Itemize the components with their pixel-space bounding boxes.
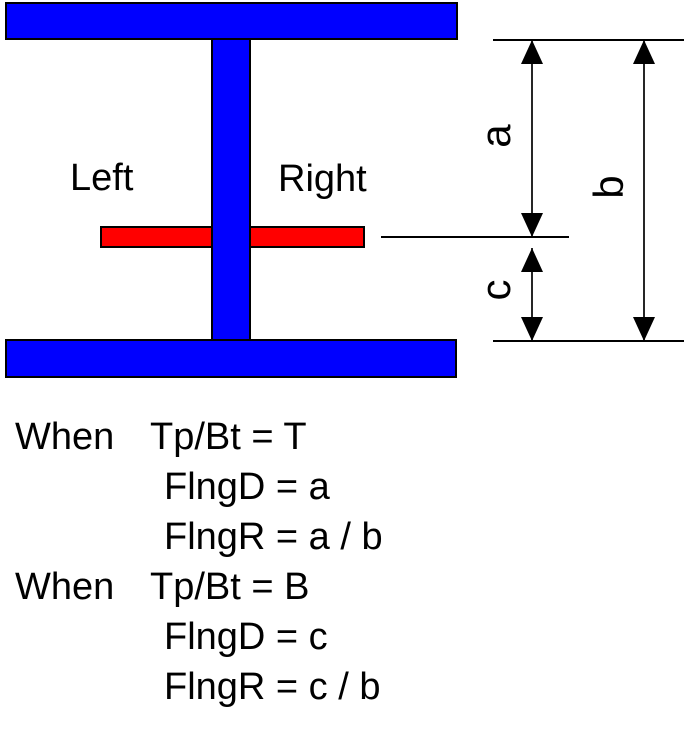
formula-expression: Tp/Bt = T <box>150 416 307 458</box>
i-beam-diagram: Left Right a b c <box>5 2 684 378</box>
right-side-label: Right <box>278 158 367 200</box>
formula-keyword: When <box>15 416 115 458</box>
formula-keyword: When <box>15 566 115 608</box>
formula-line: FlngD = c <box>0 612 684 662</box>
formula-line: When Tp/Bt = T <box>0 412 684 462</box>
beam-web <box>211 38 251 342</box>
formula-line: FlngR = c / b <box>0 662 684 712</box>
formula-expression: FlngD = a <box>164 466 330 508</box>
dim-a-arrowhead-down-icon <box>521 213 543 237</box>
formula-expression: FlngD = c <box>164 616 328 658</box>
formula-expression: FlngR = c / b <box>164 666 381 708</box>
dim-b-label: b <box>585 175 632 198</box>
formula-expression: Tp/Bt = B <box>150 566 310 608</box>
dim-c-arrowhead-down-icon <box>521 317 543 341</box>
beam-top-flange <box>5 2 458 40</box>
formula-line: FlngD = a <box>0 462 684 512</box>
formula-block: When Tp/Bt = T FlngD = a FlngR = a / b W… <box>0 412 684 722</box>
left-side-label: Left <box>70 157 134 199</box>
formula-line: When Tp/Bt = B <box>0 562 684 612</box>
formula-line: FlngR = a / b <box>0 512 684 562</box>
beam-bottom-flange <box>5 339 457 378</box>
dim-b-arrowhead-up-icon <box>633 40 655 64</box>
dim-b-arrowhead-down-icon <box>633 317 655 341</box>
dim-a-label: a <box>472 124 519 148</box>
dim-a-arrowhead-up-icon <box>521 40 543 64</box>
formula-expression: FlngR = a / b <box>164 516 383 558</box>
dim-c-arrowhead-up-icon <box>521 248 543 272</box>
dim-c-label: c <box>472 280 519 301</box>
